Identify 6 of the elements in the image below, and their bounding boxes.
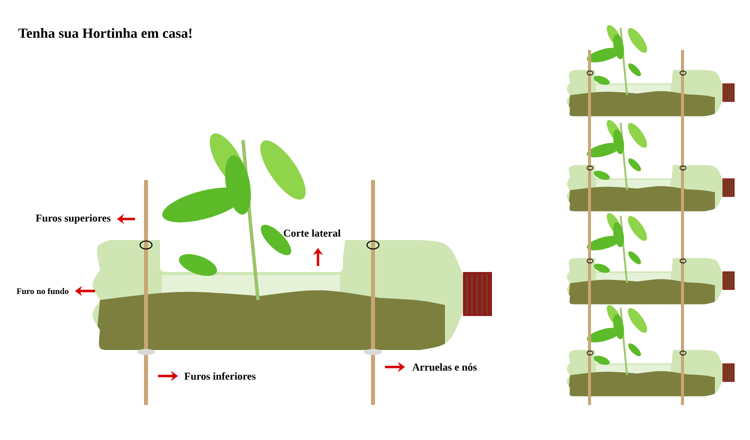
part-label: Furo no fundo [16, 288, 68, 294]
part-label: Corte lateral [284, 229, 341, 237]
part-label: Arruelas e nós [412, 363, 477, 371]
part-label: Furos superiores [36, 214, 111, 224]
title: Tenha sua Hortinha em casa! [18, 28, 192, 38]
part-label: Furos inferiores [184, 372, 256, 380]
